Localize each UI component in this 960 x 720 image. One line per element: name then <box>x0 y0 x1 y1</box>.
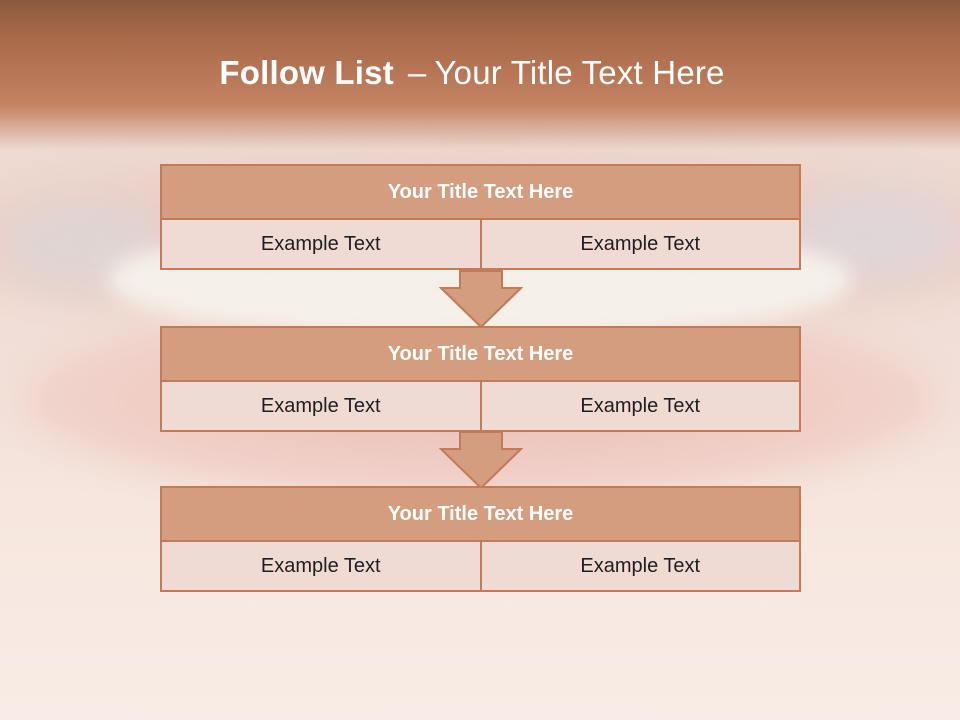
down-arrow-icon <box>439 431 523 489</box>
block-title: Your Title Text Here <box>160 326 801 382</box>
list-block-3: Your Title Text Here Example Text Exampl… <box>160 486 801 592</box>
block-cell-right: Example Text <box>479 542 800 590</box>
title-bold-part: Follow List <box>219 54 394 91</box>
title-band <box>0 0 960 150</box>
block-cell-right: Example Text <box>479 220 800 268</box>
block-cell-left: Example Text <box>260 232 381 255</box>
block-cell-left: Example Text <box>260 554 381 577</box>
block-title: Your Title Text Here <box>160 164 801 220</box>
title-rest-part: Your Title Text Here <box>434 54 725 91</box>
list-block-1: Your Title Text Here Example Text Exampl… <box>160 164 801 270</box>
block-row: Example Text Example Text <box>160 542 801 592</box>
block-cell-left: Example Text <box>260 394 381 417</box>
title-separator: – <box>407 54 427 91</box>
slide-title: Follow List–Your Title Text Here <box>0 54 944 92</box>
block-cell-right: Example Text <box>479 382 800 430</box>
block-title: Your Title Text Here <box>160 486 801 542</box>
block-row: Example Text Example Text <box>160 220 801 270</box>
list-block-2: Your Title Text Here Example Text Exampl… <box>160 326 801 432</box>
block-row: Example Text Example Text <box>160 382 801 432</box>
down-arrow-icon <box>439 270 523 328</box>
